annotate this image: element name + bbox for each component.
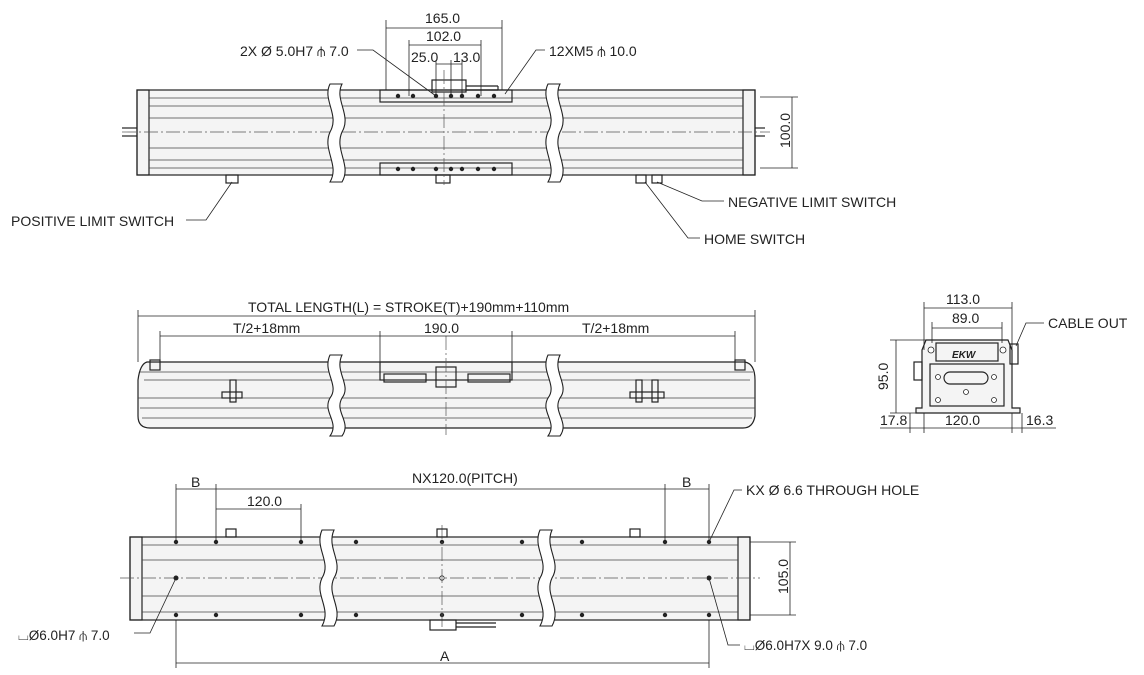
brand-logo: EKW (952, 350, 977, 361)
side-view: TOTAL LENGTH(L) = STROKE(T)+190mm+110mm … (137, 299, 756, 437)
dim-102: 102.0 (426, 28, 461, 44)
label-negative-limit: NEGATIVE LIMIT SWITCH (728, 194, 896, 210)
dim-165: 165.0 (425, 10, 460, 26)
dim-13: 13.0 (453, 49, 480, 65)
total-length: TOTAL LENGTH(L) = STROKE(T)+190mm+110mm (248, 299, 569, 315)
dim-half-right: T/2+18mm (582, 320, 649, 336)
label-home-switch: HOME SWITCH (704, 231, 805, 247)
dim-a: A (440, 648, 450, 664)
label-counterbore-left: ⌴Ø6.0H7 ⫛ 7.0 (18, 628, 110, 643)
dim-25: 25.0 (411, 49, 438, 65)
dim-pitch: NX120.0(PITCH) (412, 470, 518, 486)
dim-pitch-120: 120.0 (247, 493, 282, 509)
dim-half-left: T/2+18mm (233, 320, 300, 336)
dim-b-left: B (191, 474, 200, 490)
dim-100: 100.0 (777, 113, 793, 148)
label-positive-limit: POSITIVE LIMIT SWITCH (11, 213, 174, 229)
end-dim-120: 120.0 (945, 412, 980, 428)
label-kx-hole: KX Ø 6.6 THROUGH HOLE (746, 482, 919, 498)
end-dim-16-3: 16.3 (1026, 412, 1053, 428)
end-dim-113: 113.0 (946, 291, 980, 307)
dim-b-right: B (682, 474, 691, 490)
dim-190: 190.0 (424, 320, 459, 336)
label-2x-hole: 2X Ø 5.0H7 ⫛ 7.0 (240, 43, 349, 59)
label-counterbore-right: ⌴Ø6.0H7X 9.0 ⫛ 7.0 (744, 638, 867, 653)
end-view: EKW 113.0 89.0 95.0 17.8 120.0 16.3 CABL… (875, 291, 1128, 433)
label-12xm5: 12XM5 ⫛ 10.0 (549, 43, 637, 59)
dim-105: 105.0 (775, 559, 791, 594)
bottom-view: B NX120.0(PITCH) B 120.0 KX Ø 6.6 THROUG… (18, 470, 919, 668)
end-dim-95: 95.0 (875, 363, 891, 390)
label-cable-out: CABLE OUT (1048, 315, 1128, 331)
end-dim-17-8: 17.8 (880, 412, 907, 428)
top-view: 165.0 102.0 25.0 13.0 100.0 2X Ø 5.0H7 ⫛… (11, 10, 896, 247)
end-dim-89: 89.0 (952, 310, 979, 326)
